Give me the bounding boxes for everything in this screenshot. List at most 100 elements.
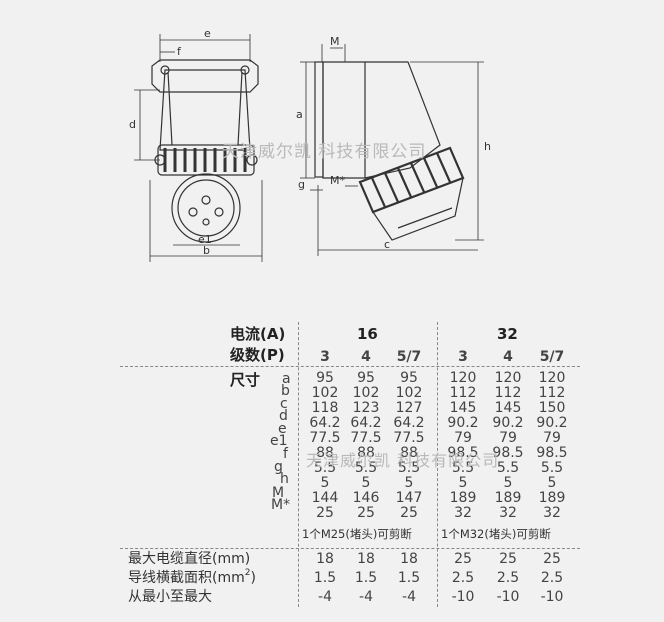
dim-letter: d — [279, 408, 288, 424]
dim-label-b: b — [203, 244, 210, 257]
dim-letter: e1 — [270, 433, 288, 449]
dim-letter: c — [280, 396, 288, 412]
dim-value: 118 — [311, 400, 339, 416]
dim-value: 32 — [454, 505, 472, 521]
dim-value: 5 — [547, 475, 557, 491]
pole-count: 5/7 — [539, 349, 565, 365]
dim-value: 95 — [316, 370, 334, 386]
row-separator — [120, 548, 580, 549]
dim-value: 102 — [311, 385, 339, 401]
dim-value: 88 — [400, 445, 418, 461]
dim-value: 112 — [449, 385, 477, 401]
pole-count: 3 — [320, 349, 330, 365]
dim-letter: h — [280, 471, 289, 487]
dim-value: 5 — [458, 475, 468, 491]
dim-value: 77.5 — [350, 430, 382, 446]
range-value: -10 — [540, 589, 564, 605]
dim-value: 144 — [311, 490, 339, 506]
section-value: 2.5 — [451, 570, 475, 586]
dim-label-d: d — [129, 118, 136, 131]
range-value: -10 — [496, 589, 520, 605]
dim-value: 150 — [538, 400, 566, 416]
pole-count: 4 — [361, 349, 371, 365]
dim-label-c: c — [384, 238, 390, 251]
dim-value: 102 — [395, 385, 423, 401]
dim-letter: M* — [271, 497, 291, 513]
dim-value: 5 — [503, 475, 513, 491]
dim-value: 25 — [316, 505, 334, 521]
dim-value: 120 — [538, 370, 566, 386]
section-value: 1.5 — [397, 570, 421, 586]
dim-letter: f — [283, 446, 288, 462]
note-32: 1个M32(堵头)可剪断 — [441, 527, 551, 541]
section-value: 2.5 — [496, 570, 520, 586]
cable-value: 18 — [357, 551, 375, 567]
dim-value: 5.5 — [397, 460, 421, 476]
dim-value: 64.2 — [350, 415, 382, 431]
dim-letter: e — [278, 421, 287, 437]
dim-value: 90.2 — [536, 415, 568, 431]
dim-label-e1: e1 — [198, 233, 212, 246]
dim-value: 146 — [352, 490, 380, 506]
dim-value: 79 — [499, 430, 517, 446]
dim-value: 79 — [543, 430, 561, 446]
section-label: 导线横截面积(mm2) — [128, 569, 256, 586]
dim-letter: M — [272, 485, 285, 501]
dim-value: 25 — [400, 505, 418, 521]
section-label-main: 导线横截面积(mm — [128, 570, 245, 586]
side-cap — [364, 61, 441, 179]
watermark-top: 天津威尔凯 科技有限公司 — [222, 142, 427, 162]
watermark-table: 天津威尔凯 科技有限公司 — [306, 451, 500, 470]
dim-value: 95 — [400, 370, 418, 386]
dim-value: 5.5 — [496, 460, 520, 476]
dim-value: 147 — [395, 490, 423, 506]
group-32: 32 — [497, 325, 518, 343]
dim-value: 5 — [320, 475, 330, 491]
dim-value: 5.5 — [540, 460, 564, 476]
cable-value: 18 — [316, 551, 334, 567]
row-separator — [120, 366, 580, 367]
cable-value: 25 — [543, 551, 561, 567]
dim-value: 77.5 — [393, 430, 425, 446]
dim-value: 127 — [395, 400, 423, 416]
dim-value: 5 — [404, 475, 414, 491]
dim-value: 88 — [316, 445, 334, 461]
dim-value: 98.5 — [536, 445, 568, 461]
dim-value: 98.5 — [492, 445, 524, 461]
dim-label-e: e — [204, 27, 211, 40]
size-label: 尺寸 — [230, 371, 261, 389]
dim-value: 5.5 — [354, 460, 378, 476]
dim-value: 120 — [494, 370, 522, 386]
dim-label-h: h — [484, 140, 491, 153]
dim-letter: b — [281, 383, 290, 399]
cable-value: 25 — [499, 551, 517, 567]
dim-value: 123 — [352, 400, 380, 416]
dim-label-a: a — [296, 108, 303, 121]
section-value: 1.5 — [354, 570, 378, 586]
pole-count: 5/7 — [396, 349, 422, 365]
dim-value: 5.5 — [451, 460, 475, 476]
pole-count: 4 — [503, 349, 513, 365]
dim-label-mstar: M* — [330, 174, 345, 187]
cable-value: 18 — [400, 551, 418, 567]
dim-value: 120 — [449, 370, 477, 386]
dim-value: 88 — [357, 445, 375, 461]
dim-value: 77.5 — [309, 430, 341, 446]
dim-value: 189 — [538, 490, 566, 506]
dim-letter: a — [282, 371, 291, 387]
dim-value: 112 — [494, 385, 522, 401]
section-label-end: ) — [250, 570, 256, 586]
dim-value: 32 — [543, 505, 561, 521]
section-value: 2.5 — [540, 570, 564, 586]
dim-value: 102 — [352, 385, 380, 401]
group-16: 16 — [357, 325, 378, 343]
front-body — [159, 69, 251, 151]
dim-value: 32 — [499, 505, 517, 521]
dim-value: 90.2 — [447, 415, 479, 431]
column-separator — [437, 322, 438, 607]
front-face-outer — [171, 173, 241, 243]
section-value: 1.5 — [313, 570, 337, 586]
dim-value: 5 — [361, 475, 371, 491]
dim-value: 98.5 — [447, 445, 479, 461]
dim-value: 64.2 — [309, 415, 341, 431]
